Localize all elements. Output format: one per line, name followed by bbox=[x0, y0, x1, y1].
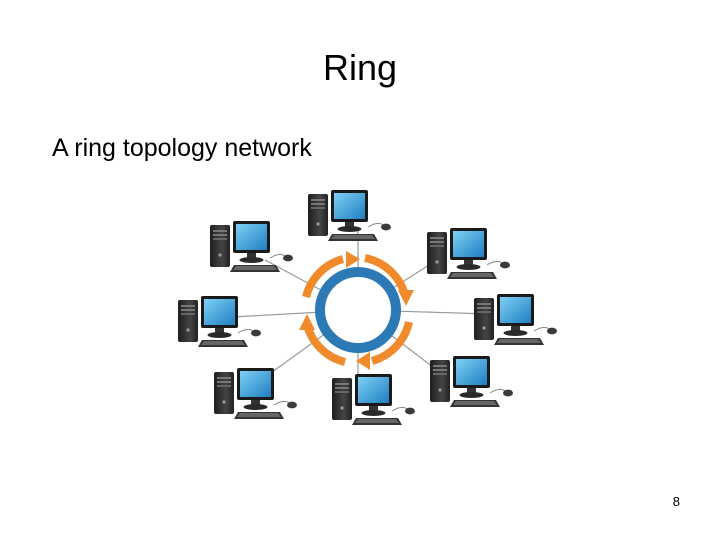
workstation-top bbox=[307, 189, 392, 242]
circular-arrow-icon bbox=[302, 254, 413, 366]
workstation-right bbox=[473, 293, 558, 346]
page-number: 8 bbox=[672, 494, 680, 509]
desktop-computer-icon bbox=[307, 189, 392, 242]
desktop-computer-icon bbox=[473, 293, 558, 346]
workstation-upper-left bbox=[209, 220, 294, 273]
bullet-text: A ring topology network bbox=[52, 134, 312, 162]
desktop-computer-icon bbox=[426, 227, 511, 280]
workstation-upper-right bbox=[426, 227, 511, 280]
desktop-computer-icon bbox=[213, 367, 298, 420]
slide-title: Ring bbox=[322, 47, 398, 88]
workstation-left bbox=[177, 295, 262, 348]
desktop-computer-icon bbox=[177, 295, 262, 348]
ring-hub-icon bbox=[315, 267, 401, 353]
workstation-lower-left bbox=[213, 367, 298, 420]
arrow-heads bbox=[299, 251, 414, 370]
workstation-lower-right bbox=[429, 355, 514, 408]
desktop-computer-icon bbox=[331, 373, 416, 426]
workstation-bottom bbox=[331, 373, 416, 426]
desktop-computer-icon bbox=[209, 220, 294, 273]
desktop-computer-icon bbox=[429, 355, 514, 408]
